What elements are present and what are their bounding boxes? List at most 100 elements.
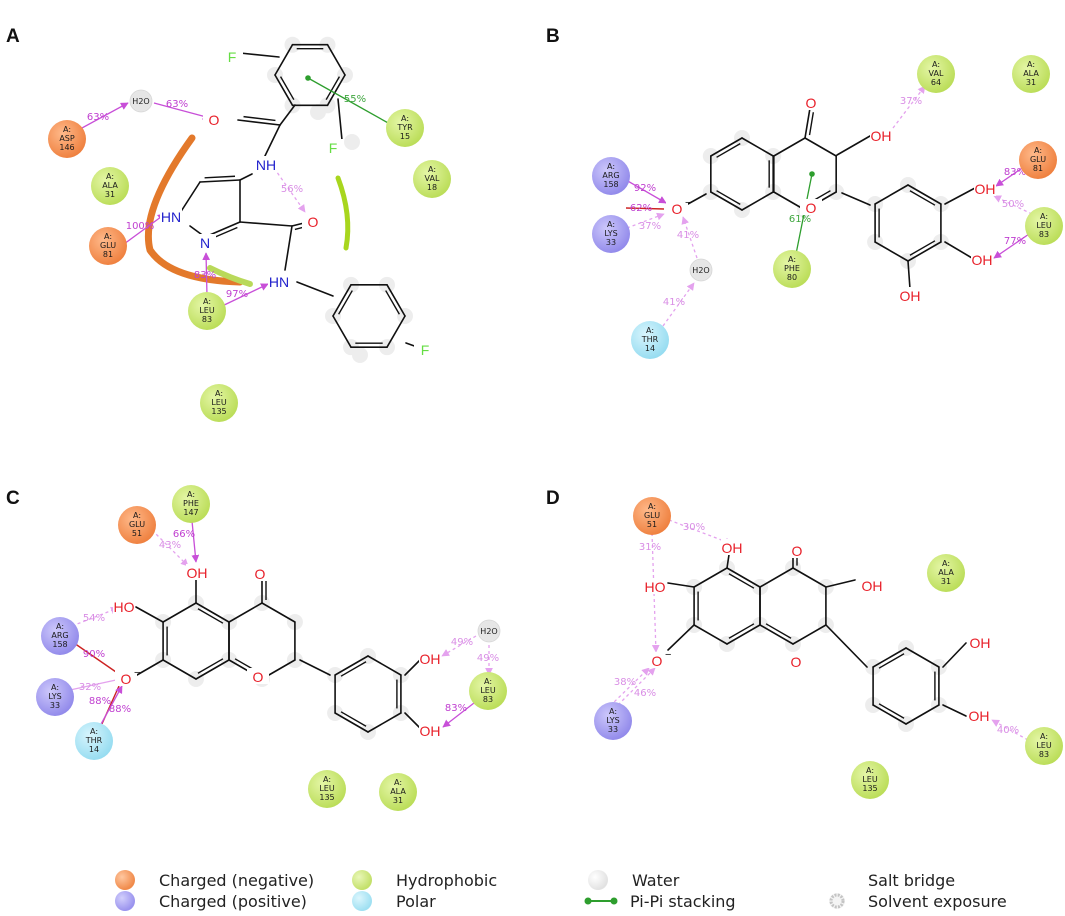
atom-label: F — [228, 49, 237, 65]
residue-label: 33 — [50, 701, 60, 710]
water-label: H2O — [692, 266, 709, 275]
atom-label-backdrop — [194, 234, 216, 250]
atom-label-backdrop — [899, 287, 921, 303]
residue-label: ALA — [390, 787, 406, 796]
interaction-percentage: 37% — [639, 221, 661, 232]
atom-label: O — [121, 671, 132, 687]
residue-label: THR — [641, 335, 659, 344]
ligand-double-bond — [340, 661, 367, 677]
water-molecule: H2O — [129, 89, 153, 113]
ligand-double-bond — [385, 290, 400, 315]
residue-label: LEU — [319, 784, 335, 793]
ligand-double-bond — [340, 711, 367, 727]
residue-label: A: — [90, 727, 98, 736]
atom-label: O — [806, 95, 817, 111]
interaction-percentage: 49% — [477, 653, 499, 664]
ligand-bond — [334, 655, 369, 676]
interaction-percentage: 55% — [344, 94, 366, 105]
ligand-bond — [228, 602, 263, 623]
residue-sphere — [118, 506, 156, 544]
solvent-exposure-halo — [310, 104, 326, 120]
residue-label: 15 — [400, 132, 410, 141]
residue-label: LYS — [604, 229, 617, 238]
ligand-double-bond — [728, 573, 755, 589]
legend-label: Polar — [396, 891, 436, 911]
residue-label: A: — [646, 326, 654, 335]
residue-sphere — [851, 761, 889, 799]
atom-label-backdrop — [861, 577, 883, 593]
atom-label-backdrop — [221, 48, 243, 64]
atom-label: O — [652, 653, 663, 669]
residue-label: A: — [133, 511, 141, 520]
residue-label: PHE — [784, 264, 800, 273]
water-label: H2O — [480, 627, 497, 636]
residue-label: A: — [394, 778, 402, 787]
interaction-percentage: 83% — [194, 270, 216, 281]
residue-label: 158 — [52, 640, 67, 649]
panel-label-c: C — [6, 488, 20, 509]
ligand-bond — [274, 43, 294, 76]
residue-sphere — [1012, 55, 1050, 93]
atom-label: O — [672, 201, 683, 217]
residue-sphere — [413, 160, 451, 198]
legend-item-charged-positive: Charged (positive) — [115, 890, 307, 912]
interaction-hbond-line — [202, 252, 211, 297]
interaction-percentage: 49% — [451, 637, 473, 648]
pocket-ribbon-hydrophobic — [335, 175, 351, 251]
charged-negative-swatch — [115, 870, 135, 890]
ligand-bond — [872, 647, 907, 668]
interaction-percentage: 97% — [226, 289, 248, 300]
atom-label: OH — [972, 252, 993, 268]
residue-label: LEU — [1036, 741, 1052, 750]
atom-label: OH — [187, 565, 208, 581]
ligand-double-bond — [728, 623, 755, 639]
interaction-percentage: 83% — [1004, 167, 1026, 178]
residue-label: A: — [428, 165, 436, 174]
legend-item-pi-pi-stacking: Pi-Pi stacking — [584, 890, 736, 912]
ligand-bond — [944, 241, 973, 259]
ligand-bond — [279, 104, 296, 126]
residue-label: 81 — [1033, 164, 1043, 173]
ligand-bond — [332, 284, 352, 317]
water-molecule: H2O — [477, 619, 501, 643]
interaction-hbond-line — [441, 635, 477, 657]
residue-label: A: — [788, 255, 796, 264]
interaction-percentage: 83% — [445, 703, 467, 714]
interaction-percentage: 63% — [87, 112, 109, 123]
residue-sphere — [594, 702, 632, 740]
ligand-bond — [841, 192, 871, 206]
legend-label: Pi-Pi stacking — [630, 891, 736, 911]
residue-label: A: — [648, 502, 656, 511]
residue-label: 18 — [427, 183, 437, 192]
atom-label-backdrop — [800, 199, 822, 215]
interaction-hbond-line — [191, 520, 200, 563]
atom-label-backdrop — [800, 94, 822, 110]
interaction-hbond-line — [71, 606, 119, 627]
atom-label-backdrop — [419, 722, 441, 738]
ligand-bond — [710, 137, 743, 157]
atom-label: HO — [645, 579, 666, 595]
interaction-percentage: 61% — [789, 214, 811, 225]
ligand-bond — [726, 567, 761, 588]
interaction-percentage: 41% — [663, 297, 685, 308]
ligand-bond — [907, 241, 942, 262]
legend-label: Salt bridge — [868, 870, 956, 890]
residue-label: 33 — [608, 725, 618, 734]
atom-label-backdrop — [971, 251, 993, 267]
legend-item-hydrophobic: Hydrophobic — [352, 869, 497, 891]
residue-label: 51 — [132, 529, 142, 538]
residue-label: A: — [215, 389, 223, 398]
residue-label: LYS — [48, 692, 61, 701]
ligand-bond — [239, 52, 280, 58]
interaction-hbond-line — [273, 167, 306, 213]
